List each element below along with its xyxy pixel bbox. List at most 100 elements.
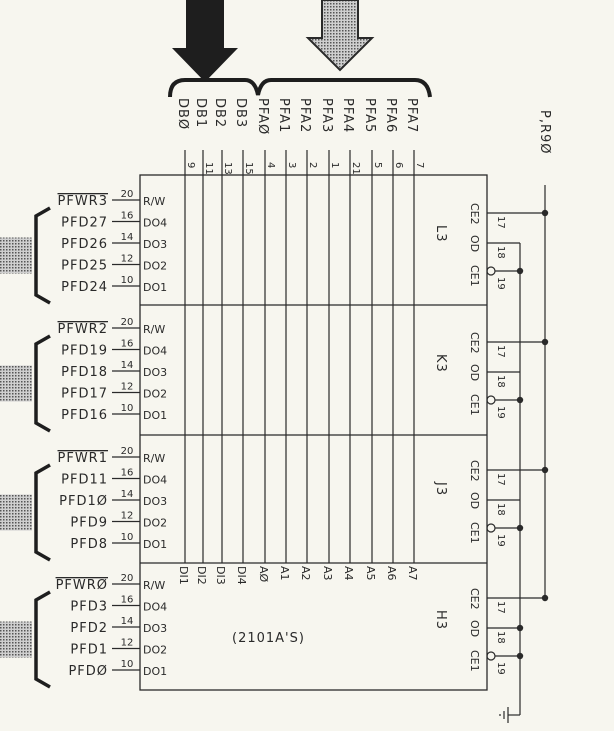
bus-pin-number: 4 xyxy=(265,162,276,168)
address-bus-arrow-icon xyxy=(305,0,375,72)
pin-number: 18 xyxy=(495,246,506,259)
bus-pin-number: 6 xyxy=(393,162,404,168)
bus-signal-label: PFA7 xyxy=(404,98,419,133)
pin-label: DO2 xyxy=(143,260,167,273)
bus-signal-label: PFA1 xyxy=(276,98,291,133)
bus-signal-label: PFA6 xyxy=(383,98,398,133)
chip-designator: K3 xyxy=(433,354,448,373)
pin-label: CE1 xyxy=(468,265,481,287)
bus-brace xyxy=(168,78,432,98)
pin-number: 14 xyxy=(121,616,134,627)
pin-number: 18 xyxy=(495,631,506,644)
chip-input-label: A5 xyxy=(364,566,377,581)
pin-label: DO2 xyxy=(143,388,167,401)
data-signal-label: PFD26 xyxy=(61,237,108,252)
pin-label: OD xyxy=(468,492,481,509)
pin-label: DO3 xyxy=(143,366,167,379)
bus-pin-number: 5 xyxy=(372,162,383,168)
pin-number: 17 xyxy=(495,345,506,358)
pin-number: 17 xyxy=(495,473,506,486)
bus-pin-number: 15 xyxy=(243,162,254,175)
write-signal-label: PFWR3 xyxy=(58,194,108,209)
pin-number: 10 xyxy=(121,659,134,670)
inverter-bubble-icon xyxy=(486,266,496,276)
pin-number: 20 xyxy=(121,446,134,457)
pin-label: DO1 xyxy=(143,281,167,294)
write-signal-label: PFWRØ xyxy=(56,578,108,593)
bus-signal-label: PFA5 xyxy=(362,98,377,133)
data-signal-label: PFD1 xyxy=(70,643,108,658)
pin-number: 12 xyxy=(121,382,134,393)
inverter-bubble-icon xyxy=(486,523,496,533)
data-signal-label: PFD8 xyxy=(70,537,108,552)
bus-pin-number: 11 xyxy=(203,162,214,175)
chip-input-label: A1 xyxy=(278,566,291,581)
pin-number: 12 xyxy=(121,638,134,649)
write-signal-label: PFWR1 xyxy=(58,451,108,466)
pin-number: 19 xyxy=(495,277,506,290)
power-label: P,R9Ø xyxy=(537,110,552,155)
pin-label: DO3 xyxy=(143,238,167,251)
pin-label: DO1 xyxy=(143,409,167,422)
chip-designator: J3 xyxy=(433,481,448,496)
bus-pin-number: 13 xyxy=(222,162,233,175)
data-signal-label: PFD16 xyxy=(61,408,108,423)
data-bus-bracket xyxy=(34,334,51,433)
pin-number: 10 xyxy=(121,532,134,543)
chip-input-label: DI1 xyxy=(177,566,190,585)
data-signal-label: PFD17 xyxy=(61,387,108,402)
bus-signal-label: PFA2 xyxy=(297,98,312,133)
data-signal-label: PFD9 xyxy=(70,516,108,531)
bus-signal-label: PFA4 xyxy=(340,98,355,133)
data-bus-arrow-icon xyxy=(0,365,32,402)
bus-signal-label: DBØ xyxy=(175,98,190,130)
pin-number: 20 xyxy=(121,317,134,328)
pin-label: R/W xyxy=(143,323,165,336)
data-bus-arrow-icon xyxy=(0,621,32,658)
chip-input-label: A7 xyxy=(406,566,419,581)
pin-number: 16 xyxy=(121,468,134,479)
data-bus-arrow-icon xyxy=(0,237,32,274)
pin-number: 17 xyxy=(495,601,506,614)
chip-designator: L3 xyxy=(433,225,448,243)
chip-input-label: DI4 xyxy=(235,566,248,585)
pin-label: DO2 xyxy=(143,644,167,657)
part-note: (2101A'S) xyxy=(232,631,305,646)
pin-label: OD xyxy=(468,620,481,637)
pin-number: 20 xyxy=(121,189,134,200)
chip-input-label: DI3 xyxy=(214,566,227,585)
data-signal-label: PFD1Ø xyxy=(59,494,108,509)
pin-number: 19 xyxy=(495,662,506,675)
pin-label: R/W xyxy=(143,579,165,592)
bus-pin-number: 21 xyxy=(350,162,361,175)
bus-pin-number: 7 xyxy=(414,162,425,168)
bus-signal-label: DB1 xyxy=(193,98,208,128)
pin-label: DO4 xyxy=(143,217,167,230)
pin-label: OD xyxy=(468,235,481,252)
bus-signal-label: DB2 xyxy=(212,98,227,128)
pin-label: DO1 xyxy=(143,538,167,551)
pin-label: OD xyxy=(468,364,481,381)
pin-number: 10 xyxy=(121,275,134,286)
pin-label: DO4 xyxy=(143,601,167,614)
chip-designator: H3 xyxy=(433,610,448,630)
pin-label: CE1 xyxy=(468,650,481,672)
bus-signal-label: PFAØ xyxy=(255,98,270,135)
data-bus-arrow-icon xyxy=(0,494,32,531)
data-signal-label: PFD2 xyxy=(70,621,108,636)
data-signal-label: PFD25 xyxy=(61,259,108,274)
pin-number: 16 xyxy=(121,339,134,350)
ground-icon xyxy=(499,707,509,723)
bus-pin-number: 9 xyxy=(185,162,196,168)
chip-input-label: AØ xyxy=(257,566,270,583)
bus-signal-label: DB3 xyxy=(233,98,248,128)
pin-label: CE2 xyxy=(468,203,481,225)
pin-number: 17 xyxy=(495,216,506,229)
data-bus-arrow-icon xyxy=(172,0,238,82)
pin-number: 18 xyxy=(495,503,506,516)
ram-chip-array-box xyxy=(139,174,488,691)
bus-pin-number: 3 xyxy=(286,162,297,168)
pin-number: 18 xyxy=(495,375,506,388)
write-signal-label: PFWR2 xyxy=(58,322,108,337)
